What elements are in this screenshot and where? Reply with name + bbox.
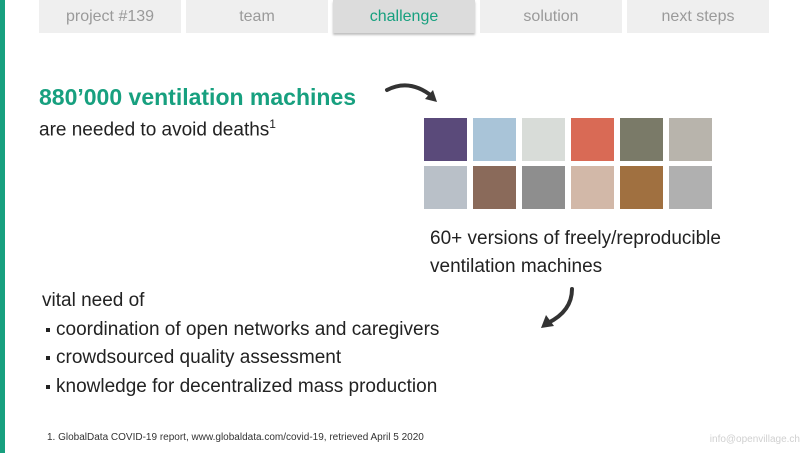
tab-next-steps[interactable]: next steps [627, 0, 769, 33]
list-item: crowdsourced quality assessment [42, 344, 439, 373]
ventilator-image [424, 166, 467, 209]
bullet-icon [46, 327, 50, 332]
ventilator-image-grid [424, 118, 712, 209]
ventilator-image [473, 118, 516, 161]
contact-email[interactable]: info@openvillage.ch [709, 434, 800, 445]
headline: 880’000 ventilation machines [39, 84, 357, 110]
list-item-text: crowdsourced quality assessment [56, 347, 342, 368]
caption-line-1: 60+ versions of freely/reproducible [430, 228, 721, 249]
footnote: 1. GlobalData COVID-19 report, www.globa… [47, 432, 424, 443]
tab-project[interactable]: project #139 [39, 0, 181, 33]
tab-team[interactable]: team [186, 0, 328, 33]
ventilator-image [571, 118, 614, 161]
caption-line-2: ventilation machines [430, 256, 603, 277]
subheadline: are needed to avoid deaths1 [39, 117, 276, 141]
curved-arrow-right-icon [385, 83, 437, 102]
ventilator-image [669, 118, 712, 161]
list-item-text: coordination of open networks and caregi… [56, 318, 440, 340]
list-item: knowledge for decentralized mass product… [42, 373, 439, 402]
ventilator-image [522, 118, 565, 161]
footnote-ref: 1 [269, 117, 276, 131]
versions-caption: 60+ versions of freely/reproducible vent… [430, 225, 721, 281]
ventilator-image [522, 166, 565, 209]
ventilator-image [424, 118, 467, 161]
needs-list: vital need of coordination of open netwo… [42, 287, 439, 401]
curved-arrow-down-left-icon [541, 287, 574, 328]
tab-solution[interactable]: solution [480, 0, 622, 33]
list-item: coordination of open networks and caregi… [42, 316, 439, 345]
ventilator-image [571, 166, 614, 209]
list-item-text: knowledge for decentralized mass product… [56, 375, 438, 397]
tab-bar: project #139 team challenge solution nex… [39, 0, 769, 33]
needs-title: vital need of [42, 290, 145, 311]
bullet-icon [46, 384, 50, 389]
accent-bar [0, 0, 5, 453]
ventilator-image [669, 166, 712, 209]
ventilator-image [620, 166, 663, 209]
bullet-icon [46, 356, 50, 361]
tab-challenge[interactable]: challenge [333, 0, 475, 33]
ventilator-image [620, 118, 663, 161]
ventilator-image [473, 166, 516, 209]
subheadline-text: are needed to avoid deaths [39, 119, 270, 141]
